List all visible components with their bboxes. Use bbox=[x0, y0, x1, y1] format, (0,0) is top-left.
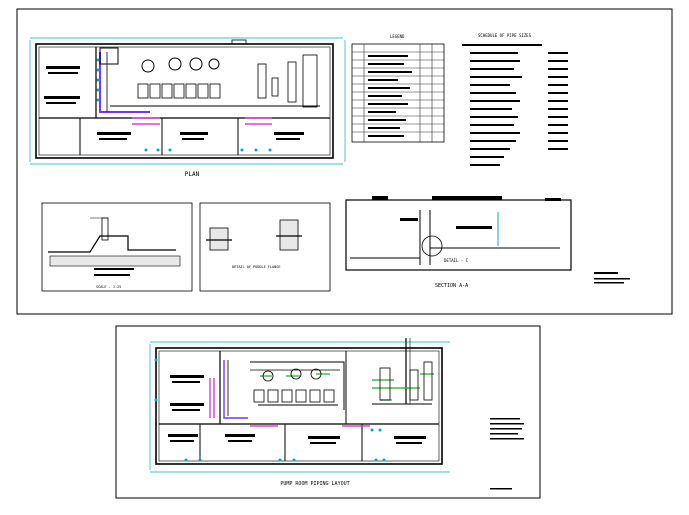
sheet-1-border bbox=[16, 8, 673, 315]
schedule-heading: SCHEDULE OF PIPE SIZES bbox=[478, 33, 532, 38]
section-a-a: DETAIL - C SECTION A-A bbox=[345, 196, 572, 289]
legend-heading: LEGEND bbox=[390, 34, 405, 39]
puddle-flange-detail: DETAIL OF PUDDLE FLANGE bbox=[199, 202, 331, 292]
pump-units bbox=[253, 361, 433, 403]
flange-title: DETAIL OF PUDDLE FLANGE bbox=[232, 265, 280, 269]
piping-network bbox=[223, 338, 432, 419]
soak-pit-detail: SCALE - 1:25 bbox=[41, 202, 193, 292]
sheet-2: PUMP ROOM PIPING LAYOUT bbox=[115, 325, 541, 499]
sheet-2-border bbox=[115, 325, 541, 499]
flow-markers bbox=[260, 373, 434, 401]
notes-block bbox=[490, 418, 524, 490]
plan-view: PLAN bbox=[29, 37, 346, 178]
layout-title: PUMP ROOM PIPING LAYOUT bbox=[280, 481, 349, 487]
title-block-notes bbox=[594, 272, 630, 284]
plan-title: PLAN bbox=[185, 171, 200, 178]
legend-table: LEGEND bbox=[351, 34, 445, 143]
valves bbox=[209, 378, 370, 427]
soak-pit-scale: SCALE - 1:25 bbox=[96, 285, 121, 289]
detail-c-label: DETAIL - C bbox=[444, 258, 469, 263]
pipe-schedule: SCHEDULE OF PIPE SIZES bbox=[462, 33, 568, 166]
sheet-1: PLAN LEGEND bbox=[16, 8, 673, 315]
section-title: SECTION A-A bbox=[435, 283, 468, 289]
